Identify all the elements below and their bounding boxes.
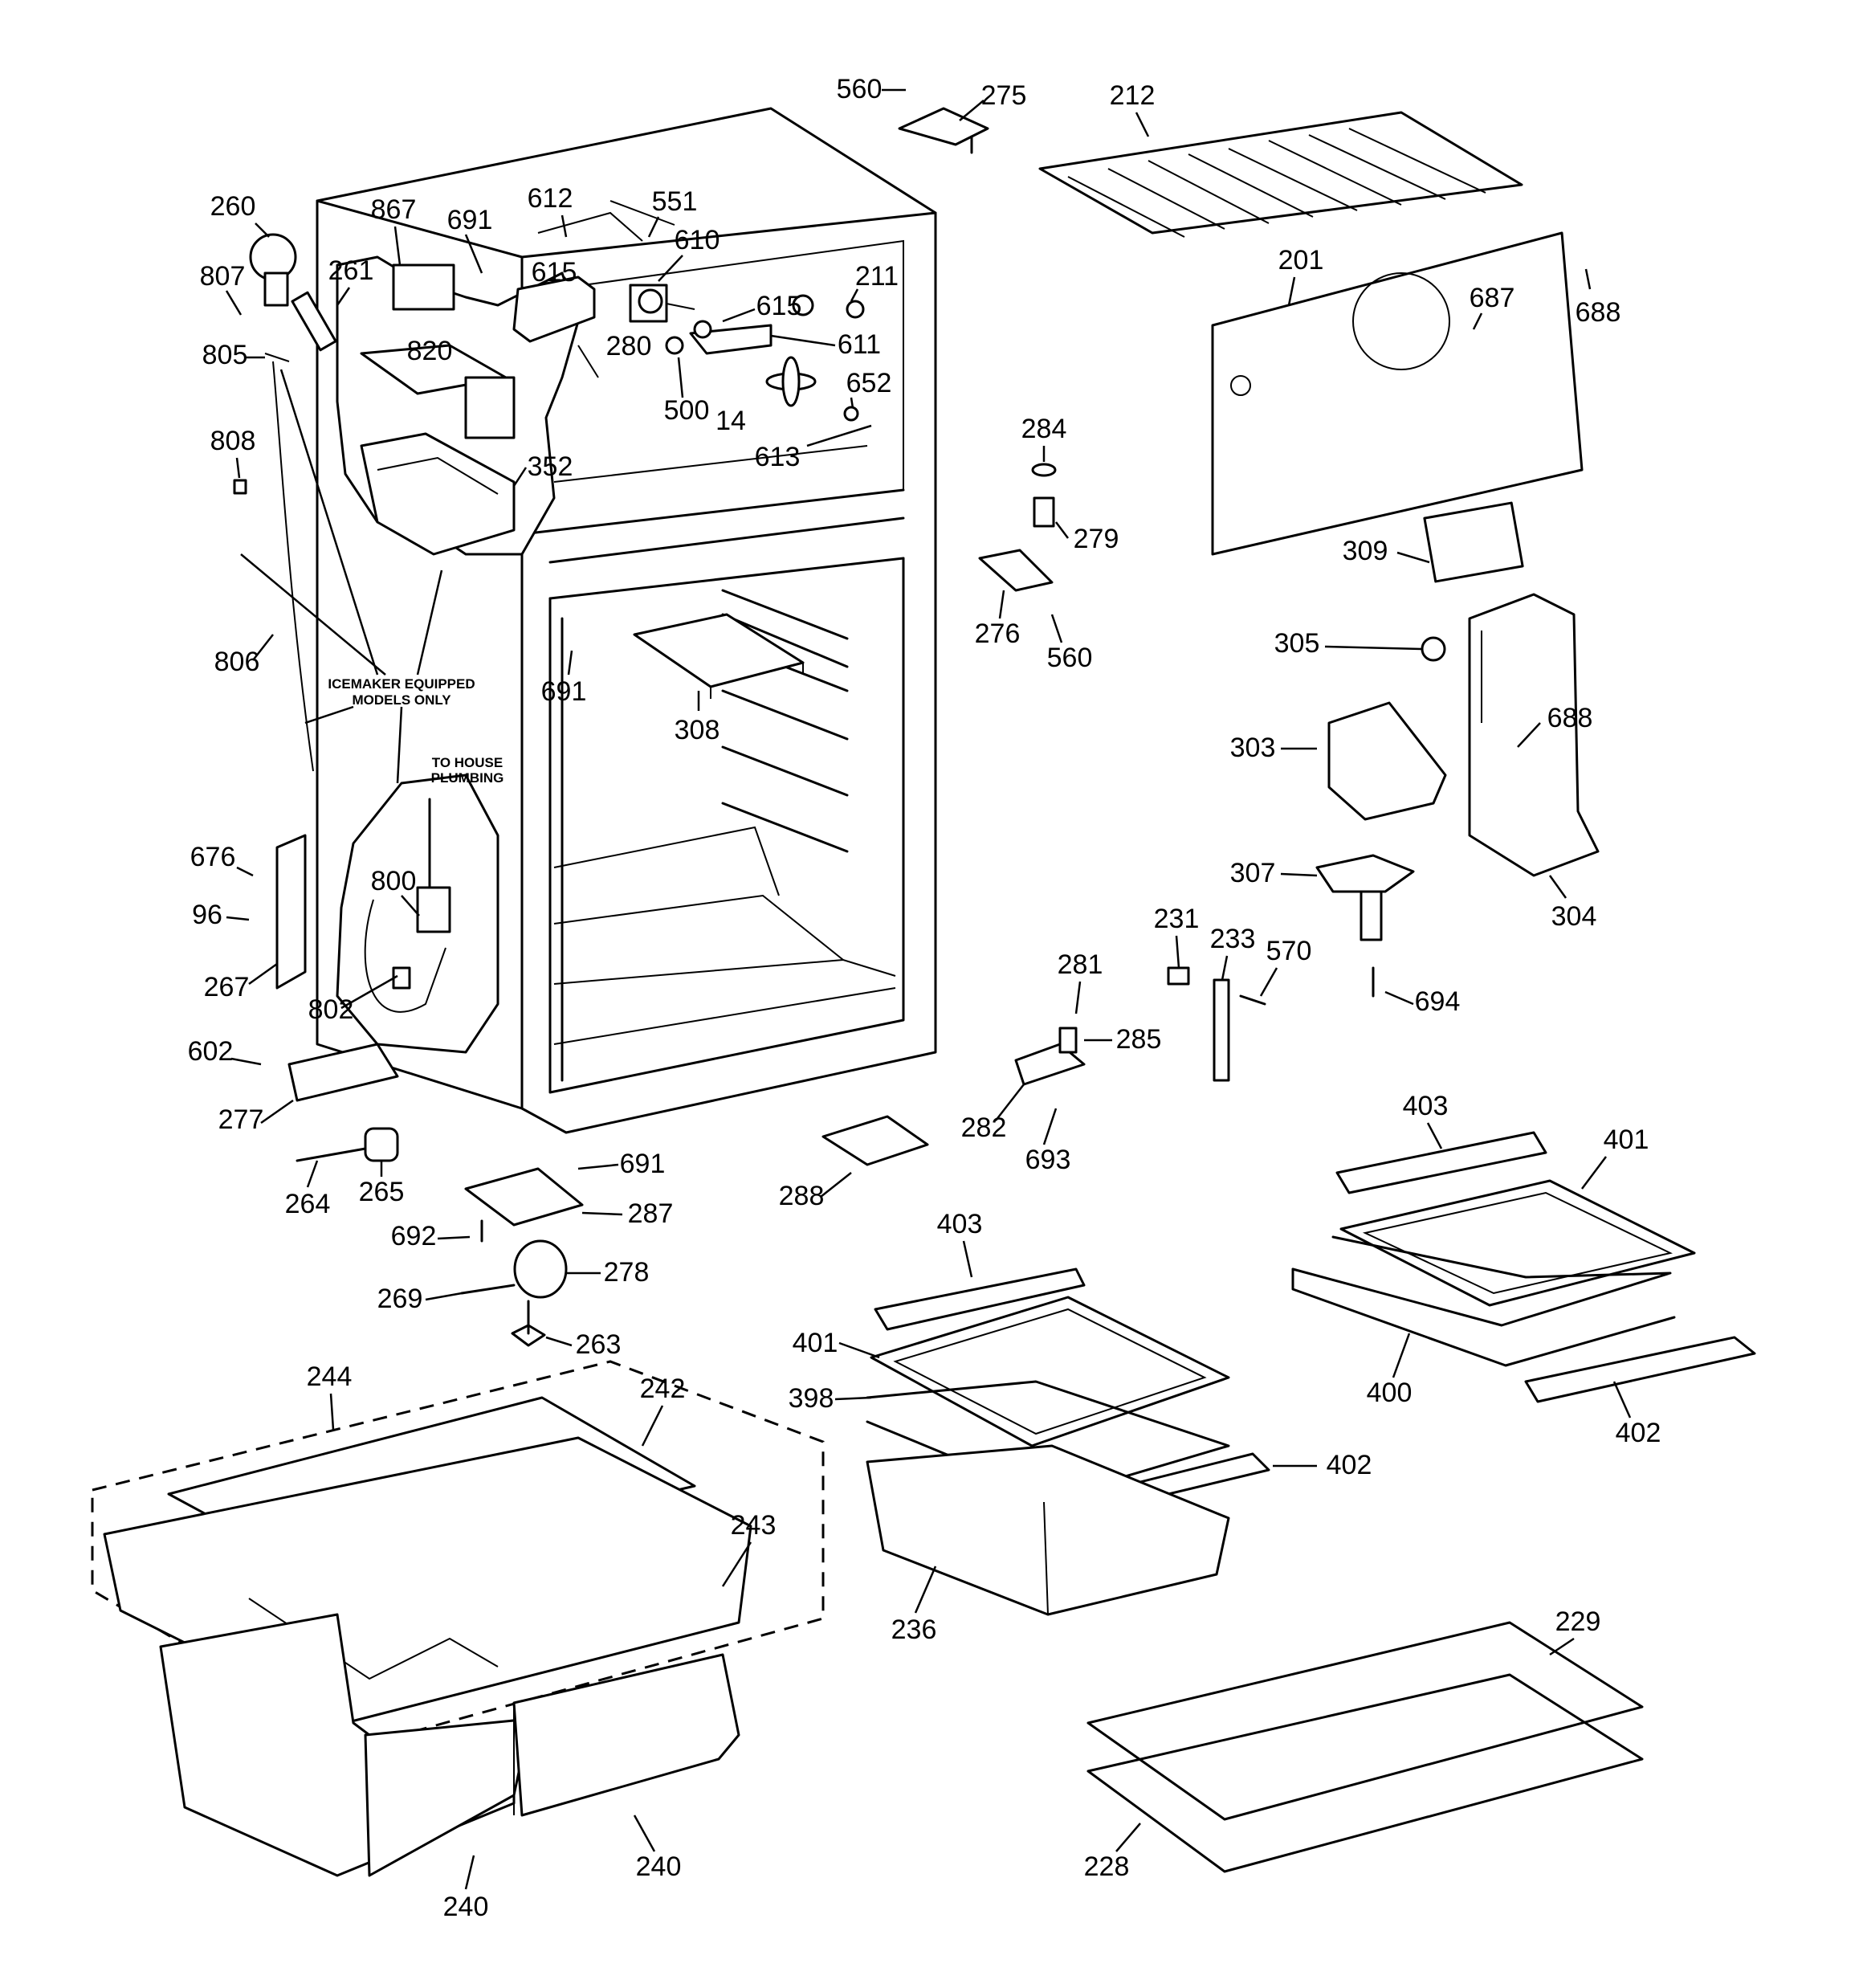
callout-243: 243 xyxy=(731,1510,777,1541)
callout-308: 308 xyxy=(675,715,720,745)
callout-652: 652 xyxy=(846,368,892,398)
callout-610: 610 xyxy=(675,225,720,255)
evaporator-cover xyxy=(1211,231,1584,583)
callout-805: 805 xyxy=(202,340,248,370)
freezer-wire-shelf xyxy=(1038,111,1523,238)
callout-800: 800 xyxy=(371,866,417,896)
callout-233: 233 xyxy=(1210,924,1256,954)
control-fan-assembly xyxy=(512,200,865,422)
callout-231: 231 xyxy=(1154,904,1200,934)
lower-hardware xyxy=(275,834,584,1347)
callout-305: 305 xyxy=(1274,628,1320,659)
plumbing-note-line1: TO HOUSE xyxy=(432,755,503,770)
icemaker-note-line2: MODELS ONLY xyxy=(352,692,451,708)
callout-288: 288 xyxy=(779,1181,825,1211)
icemaker-assembly xyxy=(233,233,516,772)
callout-401b: 401 xyxy=(793,1328,838,1358)
part-number-callouts: 560 275 212 260 867 612 551 691 610 807 … xyxy=(188,74,1661,1922)
callout-242: 242 xyxy=(640,1374,686,1404)
callout-263: 263 xyxy=(576,1329,622,1360)
callout-808: 808 xyxy=(210,426,256,456)
callout-236: 236 xyxy=(891,1614,937,1645)
callout-201: 201 xyxy=(1278,245,1324,276)
callout-229: 229 xyxy=(1555,1606,1601,1637)
callout-802: 802 xyxy=(308,994,354,1025)
callout-691b: 691 xyxy=(541,676,587,707)
callout-277: 277 xyxy=(218,1104,264,1135)
bottom-shelf xyxy=(1086,1621,1644,1873)
callout-303: 303 xyxy=(1230,733,1276,763)
callout-96: 96 xyxy=(192,900,222,930)
center-shelf-assembly xyxy=(866,1268,1270,1616)
callout-560: 560 xyxy=(837,74,883,104)
callout-402a: 402 xyxy=(1616,1418,1661,1448)
callout-693: 693 xyxy=(1025,1145,1071,1175)
callout-820: 820 xyxy=(407,336,453,366)
callout-leaders xyxy=(225,88,1632,1890)
callout-398: 398 xyxy=(789,1383,834,1414)
callout-807: 807 xyxy=(200,261,246,292)
callout-228: 228 xyxy=(1084,1851,1130,1882)
callout-14: 14 xyxy=(715,406,746,436)
callout-612: 612 xyxy=(528,183,573,214)
callout-676: 676 xyxy=(190,842,236,872)
callout-692: 692 xyxy=(391,1221,437,1251)
callout-602: 602 xyxy=(188,1036,234,1067)
callout-691: 691 xyxy=(447,205,493,235)
callout-352: 352 xyxy=(528,451,573,482)
callout-276: 276 xyxy=(975,618,1021,649)
callout-402b: 402 xyxy=(1327,1450,1372,1480)
callout-400: 400 xyxy=(1367,1378,1413,1408)
callout-269: 269 xyxy=(377,1284,423,1314)
callout-280: 280 xyxy=(606,331,652,361)
callout-867: 867 xyxy=(371,194,417,225)
callout-212: 212 xyxy=(1110,80,1156,111)
callout-307: 307 xyxy=(1230,858,1276,888)
callout-281: 281 xyxy=(1058,949,1103,980)
callout-694: 694 xyxy=(1415,986,1461,1017)
callout-615b: 615 xyxy=(756,291,802,321)
callout-613: 613 xyxy=(755,442,801,472)
callout-401a: 401 xyxy=(1604,1125,1649,1155)
freezer-shelf xyxy=(633,613,805,699)
callout-261: 261 xyxy=(328,255,374,286)
callout-211: 211 xyxy=(855,261,899,292)
callout-240b: 240 xyxy=(636,1851,682,1882)
callout-275: 275 xyxy=(981,80,1027,111)
callout-279: 279 xyxy=(1074,524,1119,554)
control-housing xyxy=(1315,593,1600,941)
callout-403b: 403 xyxy=(937,1209,983,1239)
callout-264: 264 xyxy=(285,1189,331,1219)
callout-500: 500 xyxy=(664,395,710,426)
callout-284: 284 xyxy=(1021,414,1067,444)
callout-560b: 560 xyxy=(1047,643,1093,673)
callout-267: 267 xyxy=(204,972,250,1002)
callout-615a: 615 xyxy=(532,257,577,288)
callout-265: 265 xyxy=(359,1177,405,1207)
callout-551: 551 xyxy=(652,186,698,217)
plumbing-note-line2: PLUMBING xyxy=(431,770,504,786)
callout-285: 285 xyxy=(1116,1024,1162,1055)
callout-688a: 688 xyxy=(1576,297,1621,328)
callout-403a: 403 xyxy=(1403,1091,1449,1121)
callout-260: 260 xyxy=(210,191,256,222)
callout-570: 570 xyxy=(1266,936,1312,966)
hinge-parts xyxy=(821,107,1375,1166)
callout-691c: 691 xyxy=(620,1149,666,1179)
right-shelf-assembly xyxy=(1291,1131,1756,1403)
callout-688b: 688 xyxy=(1547,703,1593,733)
callout-806: 806 xyxy=(214,647,260,677)
callout-309: 309 xyxy=(1343,536,1388,566)
callout-278: 278 xyxy=(604,1257,650,1288)
callout-240a: 240 xyxy=(443,1892,489,1922)
callout-687: 687 xyxy=(1470,283,1515,313)
callout-244: 244 xyxy=(307,1361,353,1392)
icemaker-note-line1: ICEMAKER EQUIPPED xyxy=(328,676,475,692)
callout-304: 304 xyxy=(1551,901,1597,932)
crisper-assembly xyxy=(91,1360,825,1877)
callout-611: 611 xyxy=(838,329,881,360)
callout-287: 287 xyxy=(628,1198,674,1229)
